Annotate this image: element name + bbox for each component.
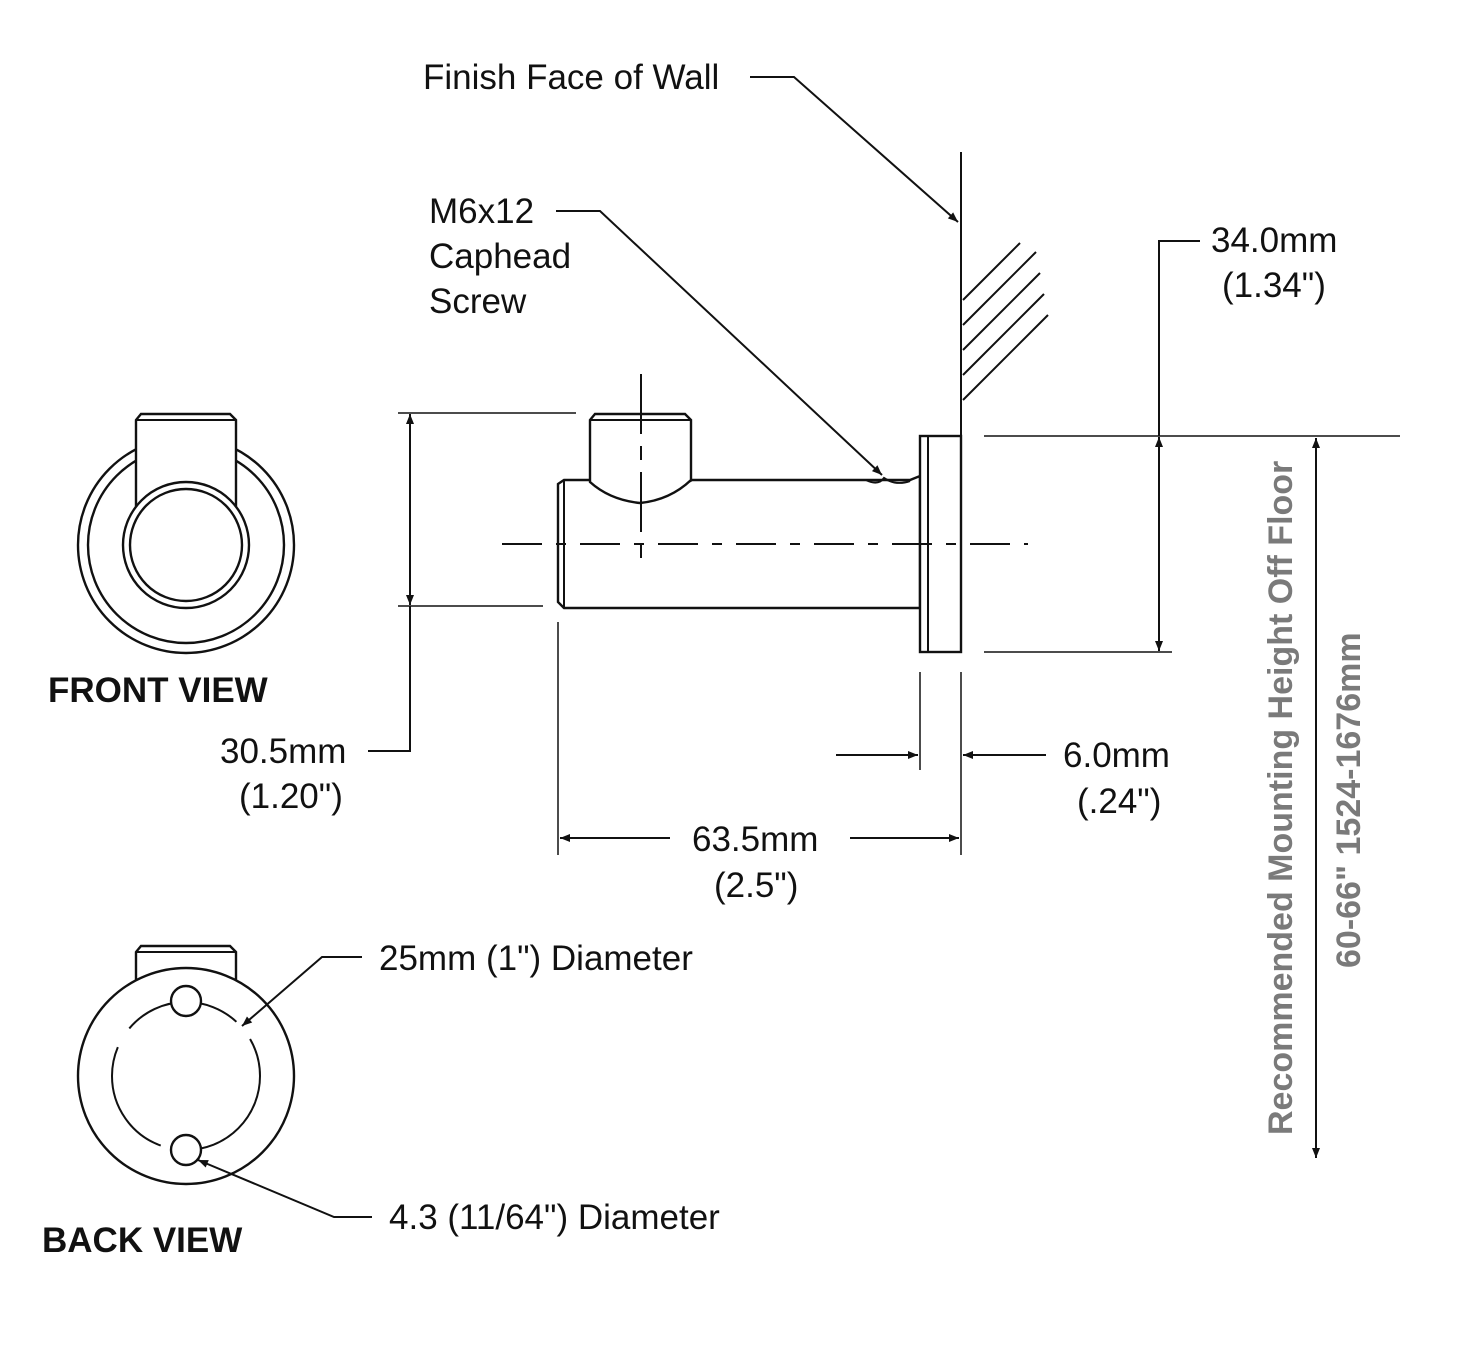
diameter-43-label: 4.3 (11/64") Diameter [389,1198,720,1237]
screw-label-line2: Caphead [429,237,571,276]
dim-6-mm [836,672,1046,855]
mounting-height-value: 60-66" 1524-1676mm [1330,632,1368,968]
dim-34-in-label: (1.34") [1222,266,1326,305]
dim-34-mm-label: 34.0mm [1211,221,1337,260]
dim-34-mm [984,240,1400,653]
dim-63-mm [557,622,959,855]
dim-63-in-label: (2.5") [714,866,798,905]
dim-63-mm-label: 63.5mm [692,820,818,859]
finish-face-label: Finish Face of Wall [423,58,719,97]
back-view-drawing [76,944,296,1186]
dim-30-mm-label: 30.5mm [220,732,346,771]
dim-30-mm [368,412,576,752]
screw-label-line1: M6x12 [429,192,534,231]
finish-face-leader [750,76,959,223]
front-view-title: FRONT VIEW [48,671,268,710]
diameter-25-leader [241,956,362,1027]
dim-6-mm-label: 6.0mm [1063,736,1170,775]
diameter-43-leader [197,1159,372,1218]
back-view-title: BACK VIEW [42,1221,242,1260]
front-view-drawing [76,412,296,655]
diameter-25-label: 25mm (1") Diameter [379,939,693,978]
hook-side-profile [556,412,963,654]
mounting-height-label: Recommended Mounting Height Off Floor [1262,461,1300,1135]
dim-30-in-label: (1.20") [239,777,343,816]
lower-mounting-hole [169,1133,203,1167]
upper-mounting-hole [169,984,203,1018]
screw-label-line3: Screw [429,282,527,321]
screw-leader [556,210,883,476]
dim-6-in-label: (.24") [1077,782,1161,821]
wall [960,152,1049,436]
